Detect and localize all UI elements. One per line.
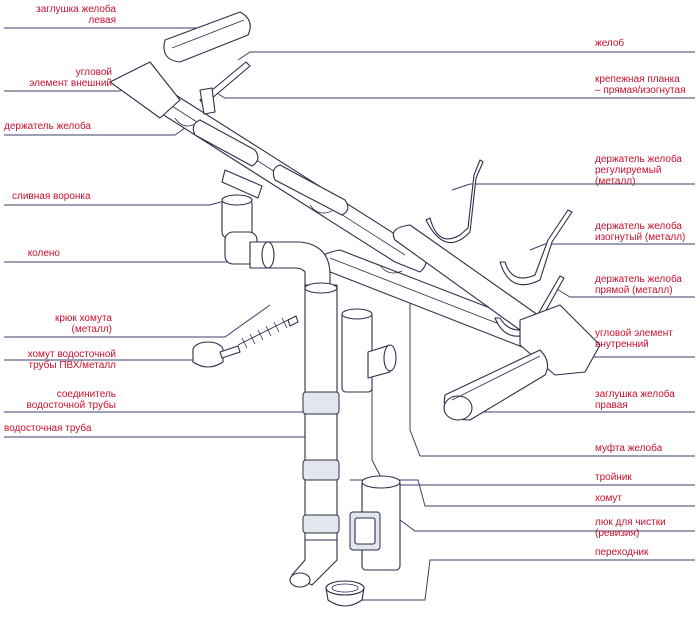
label-clamp-hook-line-2: (металл) (71, 324, 112, 335)
label-corner-outer-line-2: элемент внешний (29, 78, 112, 89)
pipe-connector-2 (302, 459, 340, 481)
label-cleanout-line-2: (ревизия) (595, 528, 640, 539)
leader-cleanout (399, 519, 695, 532)
fixing-strip-bracket (199, 87, 216, 115)
gutter-top-left (163, 11, 251, 63)
gutter-segment-2 (272, 164, 349, 216)
end-cap-right (443, 395, 473, 421)
label-holder-adjustable-line-1: держатель желоба (595, 154, 682, 165)
label-drain-funnel: сливная воронка (12, 191, 91, 202)
leader-holder-adjustable (451, 183, 695, 191)
leader-lines-right (214, 51, 695, 601)
label-gutter-holder: держатель желоба (4, 121, 91, 132)
tee-part (341, 308, 397, 393)
label-tee: тройник (595, 472, 632, 483)
leader-holder-straight (554, 287, 695, 298)
label-pipe-clamp-line-1: хомут водосточной (27, 349, 116, 360)
label-gutter-coupling-line-1: муфта желоба (595, 443, 663, 454)
label-corner-inner: угловой элемент внутренний (595, 328, 673, 350)
corner-outer-element (109, 61, 181, 119)
label-end-cap-right-line-2: правая (595, 400, 628, 411)
label-cleanout: люк для чистки (ревизия) (595, 517, 666, 539)
leader-gutter-holder (4, 127, 186, 136)
leader-fixing-strip (214, 91, 695, 99)
label-clamp-hook: крюк хомута (металл) (4, 313, 112, 335)
pipe-segment-1 (304, 284, 338, 396)
label-holder-bent-line-1: держатель желоба (595, 221, 682, 232)
label-corner-inner-line-1: угловой элемент (595, 328, 673, 339)
label-elbow: колено (4, 248, 60, 259)
label-holder-bent: держатель желоба изогнутый (металл) (595, 221, 685, 243)
label-gutter-line-1: желоб (595, 38, 625, 49)
cleanout-part (349, 475, 401, 571)
label-fixing-strip-line-2: – прямая/изогнутая (595, 85, 686, 96)
holder-3 (379, 264, 403, 274)
leader-clamp-hook (4, 304, 271, 338)
label-gutter-holder-line-1: держатель желоба (4, 121, 91, 132)
label-fixing-strip-line-1: крепежная планка (595, 74, 680, 85)
label-downpipe-line-1: водосточная труба (4, 423, 92, 434)
holder-bent-part (499, 209, 573, 286)
gutter-segment-1 (192, 119, 259, 167)
label-end-cap-left-line-1: заглушка желоба (36, 4, 116, 15)
leader-adapter (360, 559, 695, 601)
leader-clamp (350, 479, 695, 507)
funnel-collar (221, 169, 263, 199)
pipe-connector-3 (302, 514, 340, 534)
label-adapter: переходник (595, 547, 648, 558)
label-cleanout-line-1: люк для чистки (595, 517, 666, 528)
leader-gutter-coupling (409, 300, 695, 457)
label-corner-outer: угловой элемент внешний (4, 67, 112, 89)
label-adapter-line-1: переходник (595, 547, 649, 558)
label-holder-adjustable: держатель желоба регулируемый (металл) (595, 154, 682, 187)
leader-gutter (237, 51, 695, 61)
label-holder-bent-line-2: изогнутый (металл) (595, 232, 686, 243)
label-end-cap-right-line-1: заглушка желоба (595, 389, 675, 400)
clamp-hook-part (237, 315, 299, 349)
label-end-cap-left-line-2: левая (88, 15, 116, 26)
leader-holder-bent (529, 243, 695, 251)
label-pipe-clamp-line-2: трубы ПВХ/металл (28, 360, 116, 371)
label-tee-line-1: тройник (595, 472, 632, 483)
label-downpipe: водосточная труба (4, 423, 91, 434)
pipe-clamp-part (192, 341, 241, 368)
label-holder-straight-line-1: держатель желоба (595, 274, 682, 285)
label-end-cap-left: заглушка желоба левая (4, 4, 116, 26)
label-end-cap-right: заглушка желоба правая (595, 389, 675, 411)
holder-2 (309, 204, 333, 214)
gutter-run (109, 11, 567, 359)
label-holder-straight-line-2: прямой (металл) (595, 285, 673, 296)
pipe-segment-2 (304, 413, 338, 465)
holder-straight-part (494, 275, 565, 337)
label-pipe-connector-line-2: водосточной трубы (26, 400, 116, 411)
label-drain-funnel-line-1: сливная воронка (12, 191, 91, 202)
label-corner-outer-line-1: угловой (75, 67, 112, 78)
label-pipe-connector: соединитель водосточной трубы (4, 389, 116, 411)
holder-1 (174, 117, 196, 127)
corner-inner-group (443, 304, 601, 421)
label-gutter-coupling: муфта желоба (595, 443, 662, 454)
label-pipe-connector-line-1: соединитель (56, 389, 116, 400)
label-gutter: желоб (595, 38, 624, 49)
label-clamp-line-1: хомут (595, 493, 623, 504)
label-corner-inner-line-2: внутренний (595, 339, 649, 350)
label-holder-straight: держатель желоба прямой (металл) (595, 274, 682, 296)
pipe-connector-1 (302, 391, 340, 415)
label-pipe-clamp: хомут водосточной трубы ПВХ/металл (4, 349, 116, 371)
leader-tee (371, 375, 695, 486)
label-fixing-strip: крепежная планка – прямая/изогнутая (595, 74, 685, 96)
label-elbow-line-1: колено (27, 248, 60, 259)
adapter-part (325, 580, 365, 607)
holder-adjustable-part (425, 159, 484, 244)
label-holder-adjustable-line-3: (металл) (595, 176, 636, 187)
label-clamp-hook-line-1: крюк хомута (54, 313, 112, 324)
label-holder-adjustable-line-2: регулируемый (595, 165, 662, 176)
label-clamp: хомут (595, 493, 622, 504)
downpipe-assembly (221, 194, 340, 588)
